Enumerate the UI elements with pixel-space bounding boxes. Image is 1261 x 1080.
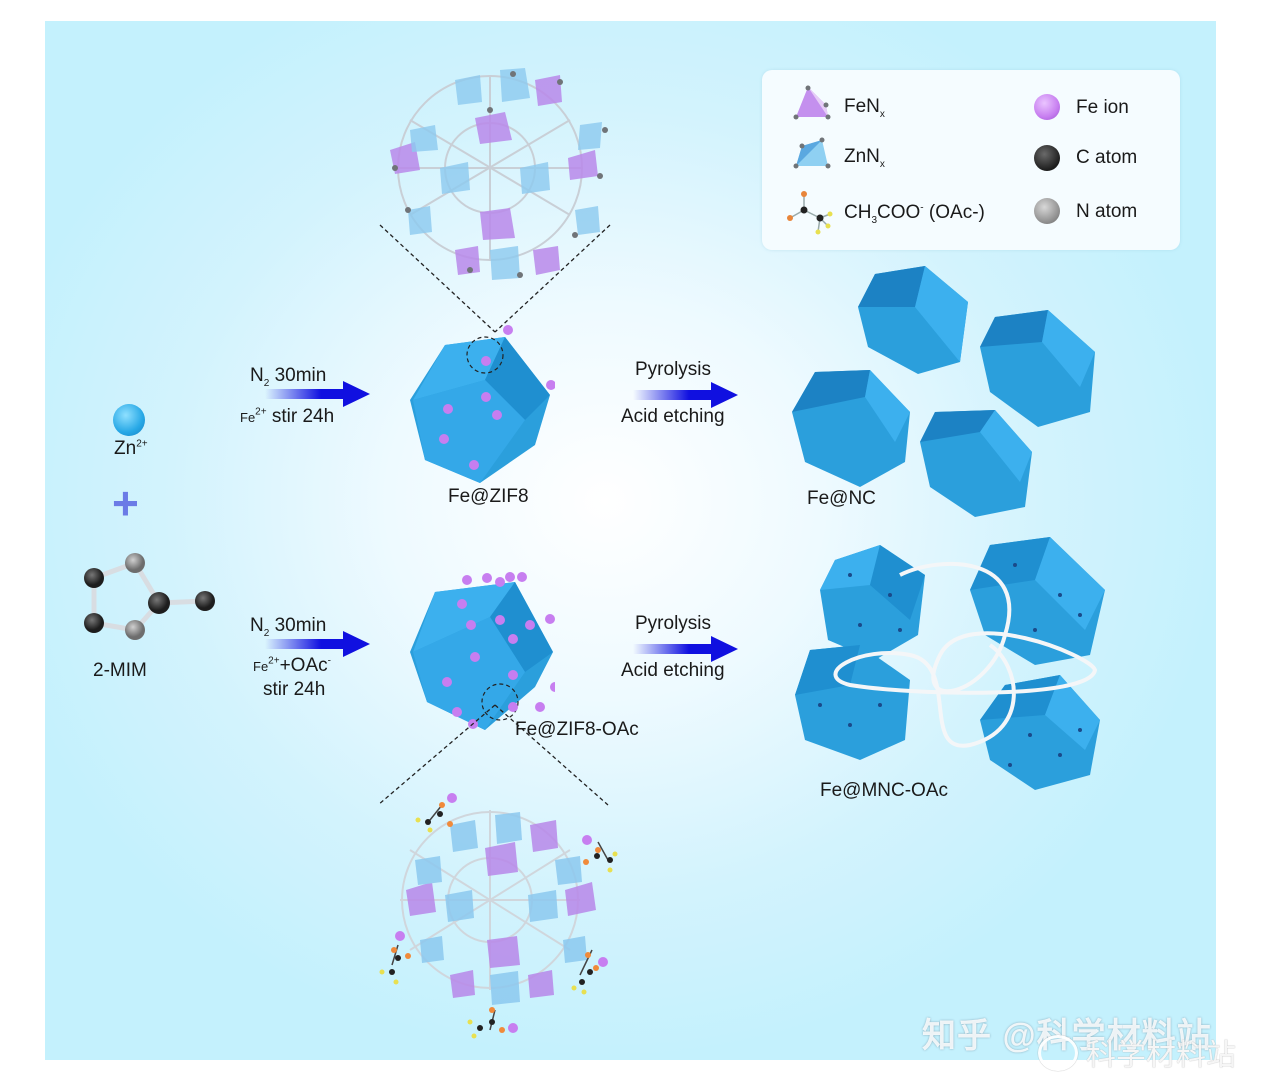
2-mim-label: 2-MIM [93, 660, 147, 681]
reaction-arrow-step1-bottom [265, 631, 370, 657]
reaction-arrow-step1-top [265, 381, 370, 407]
step1-bottom-condition-fe-oac: Fe2++OAc- [253, 655, 331, 676]
weibo-watermark: 科学材料站 [1086, 1039, 1236, 1072]
acetate-molecule-icon [787, 191, 833, 235]
fe-nc-particles [792, 266, 1095, 517]
legend-fenx-label: FeNx [844, 96, 885, 120]
weibo-logo-icon [1038, 1035, 1078, 1071]
2-mim-molecule-icon [84, 553, 215, 640]
fe-zif8-label: Fe@ZIF8 [448, 486, 529, 507]
legend-box: FeNx ZnNx CH3COO- (OAc-) Fe ion C atom N… [762, 70, 1180, 250]
step2-bottom-acid-etching-label: Acid etching [621, 660, 725, 681]
fe-nc-label: Fe@NC [807, 488, 876, 509]
zn-ion-label: Zn2+ [114, 438, 148, 459]
fenx-tetrahedron-icon [793, 85, 831, 120]
legend-fe-ion-label: Fe ion [1076, 97, 1129, 118]
fe-mnc-oac-particles [795, 537, 1105, 790]
zoom-guide-lines-bottom [377, 704, 609, 806]
step2-bottom-pyrolysis-label: Pyrolysis [635, 613, 712, 634]
step1-bottom-condition-stir: stir 24h [263, 679, 326, 700]
legend-znnx-label: ZnNx [844, 146, 885, 170]
step1-bottom-condition-n2: N2 30min [250, 615, 327, 639]
legend-c-atom-label: C atom [1076, 147, 1138, 168]
reaction-arrow-step2-bottom [633, 636, 738, 662]
fe-ion-sphere-icon [1034, 94, 1060, 120]
fe-zif8-crystal [410, 325, 555, 483]
legend-n-atom-label: N atom [1076, 201, 1138, 222]
n-atom-sphere-icon [1034, 198, 1060, 224]
znnx-tetrahedron-icon [793, 137, 831, 169]
reaction-arrow-step2-top [633, 382, 738, 408]
zif8-oac-framework-structure [379, 793, 618, 1039]
step2-top-acid-etching-label: Acid etching [621, 406, 725, 427]
step1-top-condition-n2: N2 30min [250, 365, 327, 389]
fe-zif8-oac-crystal [410, 572, 555, 730]
zn-ion-sphere-icon [113, 404, 145, 436]
legend-acetate-label: CH3COO- (OAc-) [844, 202, 985, 226]
step1-top-condition-fe: Fe2+ stir 24h [240, 406, 335, 427]
fe-zif8-oac-label: Fe@ZIF8-OAc [515, 719, 639, 740]
zif8-framework-structure [390, 68, 608, 280]
c-atom-sphere-icon [1034, 145, 1060, 171]
step2-top-pyrolysis-label: Pyrolysis [635, 359, 712, 380]
plus-sign: + [112, 477, 139, 529]
zoom-guide-lines-top [379, 224, 611, 333]
fe-mnc-oac-label: Fe@MNC-OAc [820, 780, 949, 801]
